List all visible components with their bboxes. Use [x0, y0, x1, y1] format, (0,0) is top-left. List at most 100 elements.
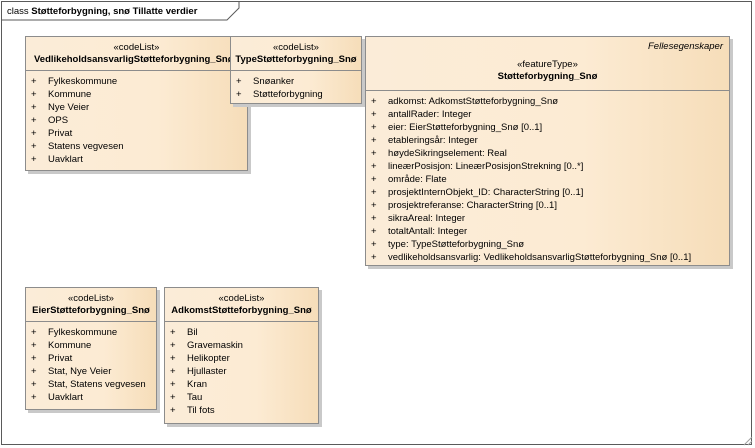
public-visibility-marker: + [371, 239, 377, 250]
member-text: Nye Veier [48, 102, 90, 113]
public-visibility-marker: + [371, 122, 377, 133]
public-visibility-marker: + [170, 405, 176, 416]
stereotype-label: «codeList» [68, 293, 114, 304]
class-member: +etableringsår: Integer [366, 134, 729, 147]
class-name: VedlikeholdsansvarligStøtteforbygning_Sn… [34, 54, 234, 65]
class-eier[interactable]: «codeList» EierStøtteforbygning_Snø +Fyl… [25, 287, 157, 410]
public-visibility-marker: + [31, 115, 37, 126]
public-visibility-marker: + [31, 327, 37, 338]
member-text: type: TypeStøtteforbygning_Snø [388, 239, 525, 250]
public-visibility-marker: + [31, 102, 37, 113]
member-text: Stat, Nye Veier [48, 366, 112, 377]
class-member: +totaltAntall: Integer [366, 225, 729, 238]
public-visibility-marker: + [170, 379, 176, 390]
class-member: +Fylkeskommune [26, 75, 247, 88]
public-visibility-marker: + [170, 340, 176, 351]
class-member: +eier: EierStøtteforbygning_Snø [0..1] [366, 121, 729, 134]
class-header: «codeList» EierStøtteforbygning_Snø [26, 288, 156, 321]
class-vedlikeholdsansvarlig[interactable]: «codeList» VedlikeholdsansvarligStøttefo… [25, 36, 248, 171]
class-member: + Kommune [26, 339, 156, 352]
member-text: Uavklart [48, 154, 83, 165]
member-text: høydeSikringselement: Real [388, 148, 507, 159]
stereotype-label: «featureType» [517, 59, 578, 70]
public-visibility-marker: + [371, 161, 377, 172]
member-text: Kommune [48, 340, 92, 351]
literal-list: +Fylkeskommune+Kommune+Privat+Stat, Nye … [26, 322, 156, 404]
class-member: +Fylkeskommune [26, 326, 156, 339]
public-visibility-marker: + [170, 353, 176, 364]
class-adkomst[interactable]: «codeList» AdkomstStøtteforbygning_Snø +… [164, 287, 319, 424]
compartment-divider [26, 70, 247, 71]
class-member: +vedlikeholdsansvarlig: Vedlikeholdsansv… [366, 251, 729, 264]
public-visibility-marker: + [31, 141, 37, 152]
member-text: adkomst: AdkomstStøtteforbygning_Snø [388, 96, 559, 107]
class-member: +OPS [26, 114, 247, 127]
class-member: +Uavklart [26, 153, 247, 166]
class-member: + type: TypeStøtteforbygning_Snø [366, 238, 729, 251]
member-text: Privat [48, 128, 73, 139]
public-visibility-marker: + [31, 76, 37, 87]
class-name: EierStøtteforbygning_Snø [32, 305, 150, 316]
member-text: Privat [48, 353, 73, 364]
member-text: Bil [187, 327, 198, 338]
stereotype-label: «codeList» [273, 42, 319, 53]
class-member: + sikraAreal: Integer [366, 212, 729, 225]
stereotype-label: «codeList» [218, 293, 265, 304]
class-member: +høydeSikringselement: Real [366, 147, 729, 160]
package-label: Fellesegenskaper [648, 41, 723, 52]
class-member: + Støtteforbygning [231, 88, 361, 101]
member-text: sikraAreal: Integer [388, 213, 466, 224]
member-text: Hjullaster [187, 366, 227, 377]
class-member: + Privat [26, 352, 156, 365]
attribute-list: +adkomst: AdkomstStøtteforbygning_Snø+an… [366, 91, 729, 264]
class-member: +Kran [165, 378, 318, 391]
class-member: +lineærPosisjon: LineærPosisjonStrekning… [366, 160, 729, 173]
member-text: Tau [187, 392, 203, 403]
public-visibility-marker: + [170, 366, 176, 377]
public-visibility-marker: + [371, 213, 377, 224]
class-member: + Nye Veier [26, 101, 247, 114]
class-member: + Tau [165, 391, 318, 404]
public-visibility-marker: + [31, 89, 37, 100]
class-name: AdkomstStøtteforbygning_Snø [171, 305, 312, 316]
resize-grip-icon[interactable] [741, 434, 753, 446]
class-member: +Til fots [165, 404, 318, 417]
class-member: + Stat, Nye Veier [26, 365, 156, 378]
member-text: Uavklart [48, 392, 83, 403]
public-visibility-marker: + [31, 353, 37, 364]
public-visibility-marker: + [31, 366, 37, 377]
class-member: + prosjektreferanse: CharacterString [0..… [366, 199, 729, 212]
class-member: + Kommune [26, 88, 247, 101]
member-text: Stat, Statens vegvesen [48, 379, 146, 390]
class-type[interactable]: «codeList» TypeStøtteforbygning_Snø +Snø… [230, 36, 362, 104]
class-member: + adkomst: AdkomstStøtteforbygning_Snø [366, 95, 729, 108]
public-visibility-marker: + [371, 187, 377, 198]
class-feature-type[interactable]: Fellesegenskaper «featureType» Støttefor… [365, 36, 730, 266]
public-visibility-marker: + [236, 76, 242, 87]
class-member: + Privat [26, 127, 247, 140]
class-name: Støtteforbygning_Snø [497, 71, 598, 82]
public-visibility-marker: + [31, 340, 37, 351]
member-text: Kommune [48, 89, 92, 100]
member-text: antallRader: Integer [388, 109, 472, 120]
public-visibility-marker: + [371, 96, 377, 107]
public-visibility-marker: + [170, 327, 176, 338]
public-visibility-marker: + [31, 379, 37, 390]
member-text: Statens vegvesen [48, 141, 124, 152]
member-text: Helikopter [187, 353, 230, 364]
class-member: +antallRader: Integer [366, 108, 729, 121]
public-visibility-marker: + [236, 89, 242, 100]
public-visibility-marker: + [371, 200, 377, 211]
public-visibility-marker: + [31, 128, 37, 139]
class-member: + Bil [165, 326, 318, 339]
member-text: Støtteforbygning [253, 89, 323, 100]
class-name: TypeStøtteforbygning_Snø [235, 54, 357, 65]
class-member: + Statens vegvesen [26, 140, 247, 153]
member-text: prosjektreferanse: CharacterString [0..1… [388, 200, 557, 211]
member-text: prosjektInternObjekt_ID: CharacterString… [388, 187, 584, 198]
public-visibility-marker: + [371, 252, 377, 263]
compartment-divider [231, 70, 361, 71]
class-member: + prosjektInternObjekt_ID: CharacterStrin… [366, 186, 729, 199]
public-visibility-marker: + [170, 392, 176, 403]
member-text: totaltAntall: Integer [388, 226, 468, 237]
